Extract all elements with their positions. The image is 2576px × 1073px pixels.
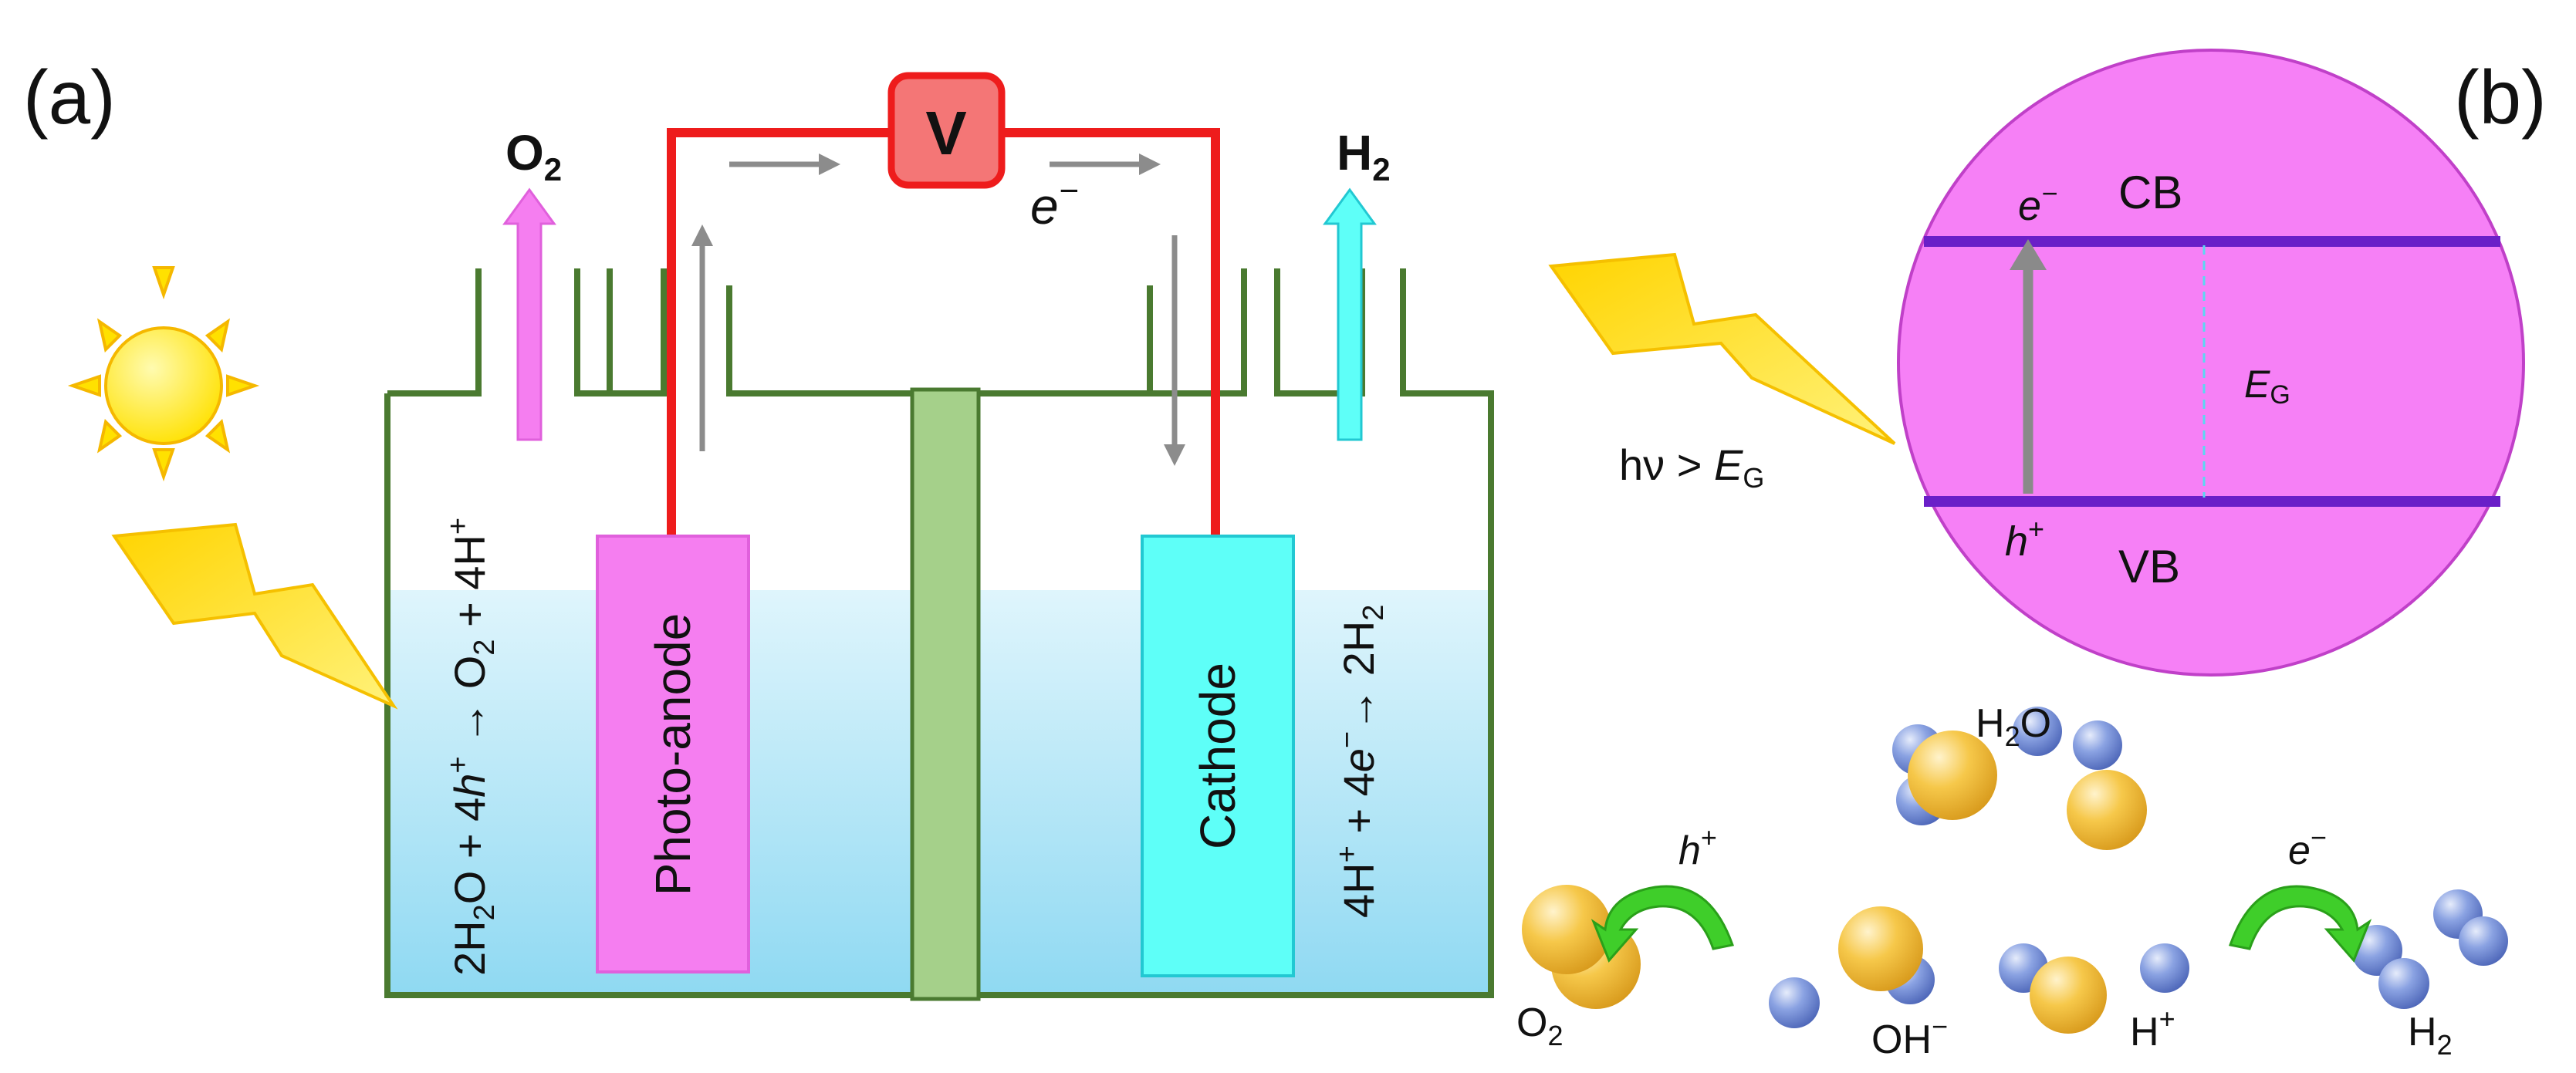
photoanode-electrode: [596, 535, 750, 973]
panel-b-label: (b): [2454, 55, 2547, 140]
water-molecule: [2013, 707, 2147, 850]
electron-transfer-arrow: [2229, 885, 2372, 963]
photoanode-label: Photo-anode: [645, 613, 701, 896]
hole-arrow-label: h+: [1678, 822, 1717, 873]
reaction-part: 2: [1357, 605, 1390, 621]
light-bolt-icon: [1548, 252, 1896, 445]
hydrogen-molecule: [2351, 925, 2429, 1009]
reaction-part: e: [1334, 748, 1383, 772]
electron-arrow-label: e−: [2288, 822, 2327, 873]
left-port: [607, 268, 664, 396]
hydrogen-gas-label: H2: [1337, 125, 1391, 187]
cell-outline: [384, 268, 1494, 998]
photon-energy-condition: hν > EG: [1619, 440, 1764, 494]
voltmeter-label: V: [925, 99, 966, 167]
vb-label: VB: [2118, 541, 2180, 592]
o2-label: O2: [1516, 1000, 1563, 1051]
sun-icon: [67, 266, 260, 482]
external-wire: [667, 128, 1220, 536]
reaction-part: + 4H: [445, 535, 494, 639]
membrane: [910, 387, 981, 1001]
reaction-part: h: [445, 774, 494, 798]
reaction-part: O + 4: [445, 798, 494, 905]
band-gap-label: EG: [2244, 363, 2290, 410]
reaction-part: 2: [468, 904, 501, 920]
anode-reaction: 2H2O + 4h+ → O2 + 4H+: [442, 518, 501, 976]
oh-label: OH−: [1871, 1011, 1948, 1062]
hydroxide-ion: [1838, 906, 1935, 1004]
cb-label: CB: [2118, 167, 2182, 218]
reaction-part: +: [1331, 845, 1364, 862]
hydrogen-molecule: [2433, 889, 2508, 966]
h2-label: H2: [2408, 1010, 2453, 1061]
panel-a-label: (a): [23, 55, 116, 140]
reaction-part: +: [442, 756, 475, 773]
hole-transfer-arrow: [1591, 885, 1734, 963]
reaction-part: 4H: [1334, 862, 1383, 918]
hole-vb-label: h+: [2005, 513, 2044, 565]
semiconductor-particle: [1897, 49, 2525, 677]
electron-cb-label: e−: [2018, 177, 2057, 229]
cathode-electrode: [1141, 535, 1295, 977]
h2o-label: H2O: [1976, 701, 2051, 752]
hydrogen-atom: [1769, 977, 1820, 1028]
light-bolt-icon: [111, 522, 398, 710]
cathode-label: Cathode: [1190, 663, 1246, 849]
water-molecule: [1892, 724, 1997, 825]
hydrogen-release-arrow: [1323, 187, 1377, 441]
cathode-reaction: 4H+ + 4e−→ 2H2: [1331, 605, 1390, 918]
reaction-part: +: [442, 518, 475, 535]
hydronium-pair: [1999, 943, 2107, 1034]
proton: [2140, 943, 2189, 993]
reaction-part: + 4: [1334, 772, 1383, 845]
reaction-part: → O: [445, 656, 494, 757]
excitation-arrow-head: [2010, 239, 2047, 270]
reaction-part: −: [1331, 731, 1364, 748]
reaction-part: 2H: [445, 920, 494, 976]
reaction-part: → 2H: [1334, 621, 1383, 731]
electron-label: e−: [1030, 172, 1078, 235]
voltmeter: [887, 72, 1006, 189]
reaction-part: 2: [468, 639, 501, 656]
h-plus-label: H+: [2130, 1003, 2175, 1054]
oxygen-release-arrow: [502, 187, 556, 441]
oxygen-gas-label: O2: [505, 125, 562, 187]
